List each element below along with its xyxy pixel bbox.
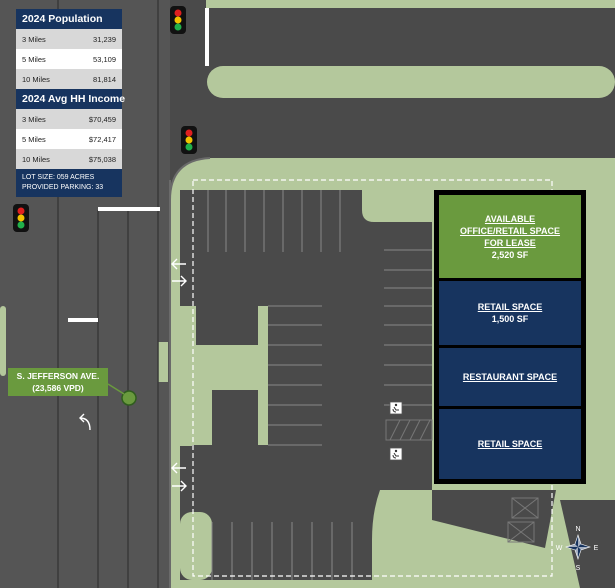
unit-size: 1,500 SF [491, 314, 529, 324]
row-value: $72,417 [88, 134, 116, 144]
parking-stripes [207, 190, 432, 580]
traffic-light-icon [181, 126, 197, 154]
income-row: 5 Miles $72,417 [16, 129, 122, 149]
direction-arrow-icon [171, 258, 187, 492]
top-landscape-strip [206, 0, 615, 8]
accessible-parking-icon [389, 447, 403, 461]
compass-w: W [556, 545, 563, 552]
row-value: 53,109 [93, 54, 116, 64]
dumpster-enclosure [507, 497, 539, 543]
population-row: 10 Miles 81,814 [16, 69, 122, 89]
unit-title: AVAILABLE OFFICE/RETAIL SPACE FOR LEASE [460, 213, 561, 248]
bottom-landscape [180, 512, 212, 580]
unit-size: 2,520 SF [491, 249, 529, 260]
population-row: 5 Miles 53,109 [16, 49, 122, 69]
direction-arrow-icon [79, 413, 91, 431]
compass-rose-icon: N S E W [556, 526, 599, 572]
road-name: S. JEFFERSON AVE. [16, 371, 100, 381]
top-landscape-island [207, 66, 615, 98]
compass-s: S [576, 565, 581, 572]
lot-size: LOT SIZE: 059 ACRES [22, 174, 95, 181]
marker-leader [107, 383, 125, 395]
road-curb-curve [169, 157, 211, 201]
row-label: 5 Miles [22, 134, 46, 144]
income-row: 10 Miles $75,038 [16, 149, 122, 169]
unit-retail-space-1[interactable]: RETAIL SPACE 1,500 SF [439, 281, 581, 345]
loading-zone [385, 419, 433, 441]
stop-bar-top [205, 8, 209, 66]
income-title: 2024 Avg HH Income [16, 89, 125, 109]
row-label: 3 Miles [22, 34, 46, 44]
row-value: 81,814 [93, 74, 116, 84]
demographics-panel: 2024 Population 3 Miles 31,239 5 Miles 53,… [16, 9, 125, 197]
unit-title: RESTAURANT SPACE [462, 372, 558, 382]
population-title: 2024 Population [16, 9, 122, 29]
row-value: $70,459 [88, 114, 116, 124]
traffic-light-icon [13, 204, 29, 232]
planter-left-edge [180, 306, 192, 446]
stop-bar-left [98, 207, 160, 211]
stop-bar-median [68, 318, 98, 322]
unit-title: RETAIL SPACE [477, 302, 543, 312]
unit-restaurant-space[interactable]: RESTAURANT SPACE [439, 348, 581, 406]
population-row: 3 Miles 31,239 [16, 29, 122, 49]
unit-available-office-retail[interactable]: AVAILABLE OFFICE/RETAIL SPACE FOR LEASE … [439, 195, 581, 278]
road-traffic-count: (23,586 VPD) [32, 383, 84, 393]
lot-info: LOT SIZE: 059 ACRES PROVIDED PARKING: 33 [16, 169, 122, 197]
median-stub [0, 306, 6, 376]
parking-bay-top [208, 190, 362, 314]
income-row: 3 Miles $70,459 [16, 109, 122, 129]
parking-count: PROVIDED PARKING: 33 [22, 184, 104, 191]
unit-retail-space-2[interactable]: RETAIL SPACE [439, 409, 581, 479]
row-label: 10 Miles [22, 154, 50, 164]
center-planter [180, 306, 268, 445]
row-value: $75,038 [88, 154, 116, 164]
compass-e: E [594, 545, 599, 552]
right-drive [560, 500, 615, 588]
row-label: 5 Miles [22, 54, 46, 64]
traffic-light-icon [170, 6, 186, 34]
row-label: 3 Miles [22, 114, 46, 124]
unit-title: RETAIL SPACE [477, 439, 543, 449]
row-label: 10 Miles [22, 74, 50, 84]
road-label: S. JEFFERSON AVE. (23,586 VPD) [8, 368, 108, 396]
compass-n: N [575, 526, 580, 533]
location-marker-icon [121, 390, 137, 406]
lower-drive [432, 490, 556, 548]
accessible-parking-icon [389, 401, 403, 415]
row-value: 31,239 [93, 34, 116, 44]
entry-island [158, 342, 168, 382]
